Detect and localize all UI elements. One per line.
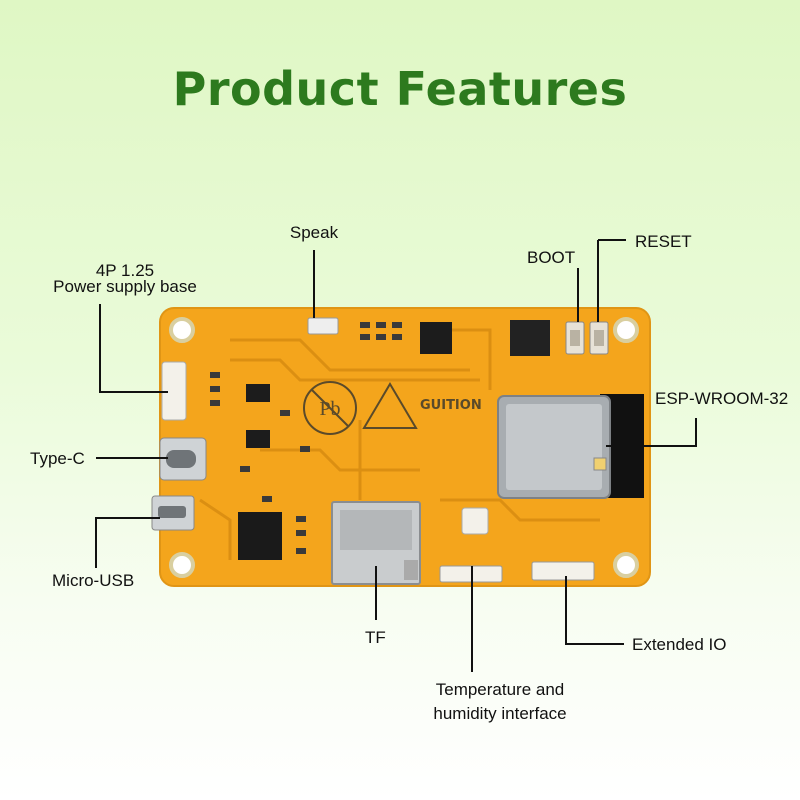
tf-card-tab [404,560,418,580]
tf-label: TF [365,628,386,647]
antenna-connector [593,457,607,471]
brand-logo: GUITION [420,398,482,413]
microusb-label: Micro-USB [52,571,135,590]
leader-lines [95,239,697,672]
temperature-label-line2: humidity interface [433,704,567,723]
ic-chip [510,320,550,356]
ic-chip [246,384,270,402]
ic-chip [420,322,452,354]
reset-button-cap [594,330,604,346]
esp-shield [506,404,602,490]
boot-label: BOOT [527,248,576,267]
ic-chip [238,512,282,560]
esp-label: ESP-WROOM-32 [655,389,789,408]
rgb-led [461,507,489,535]
typec-label: Type-C [30,449,85,468]
smd-components [210,322,402,554]
extended-io-label: Extended IO [632,635,727,654]
svg-text:Pb: Pb [319,398,340,420]
extended-io-connector [531,561,595,581]
speaker-connector [307,317,339,335]
microusb-socket [158,506,186,518]
tf-card-slot-inner [340,510,412,550]
pb-free-icon [303,381,357,435]
speak-label: Speak [289,223,339,242]
esd-warning-icon [362,382,418,429]
mounting-holes [169,317,639,578]
boot-button-cap [570,330,580,346]
typec-socket [166,450,196,468]
power-label-line1: 4P 1.25 [95,261,155,280]
temperature-label-line1: Temperature and [435,680,565,699]
page-title: Product Features [172,62,628,116]
ic-chip [246,430,270,448]
reset-label: RESET [635,232,692,251]
power-label-line2: Power supply base [53,277,197,296]
